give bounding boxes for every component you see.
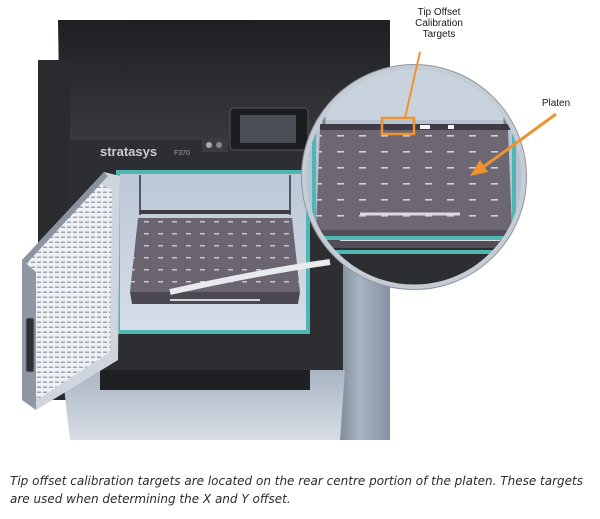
printer-illustration: stratasys F370 — [22, 20, 557, 440]
tip-offset-leader-line — [404, 51, 421, 119]
tip-offset-callout-label: Tip Offset Calibration Targets — [415, 7, 463, 40]
brand-logo: stratasys — [100, 144, 157, 159]
base-slot — [100, 370, 310, 390]
figure-caption: Tip offset calibration targets are locat… — [10, 474, 584, 506]
power-button-icon — [206, 142, 212, 148]
model-label: F370 — [174, 150, 190, 157]
zoom-inset — [301, 64, 527, 290]
platen — [130, 218, 331, 304]
printer-door — [22, 172, 120, 410]
calibration-targets-highlight — [380, 116, 416, 136]
platen-pointer-arrow — [470, 112, 557, 176]
control-panel — [202, 107, 309, 152]
platen-callout-label: Platen — [541, 98, 571, 109]
door-handle-icon — [25, 317, 35, 373]
